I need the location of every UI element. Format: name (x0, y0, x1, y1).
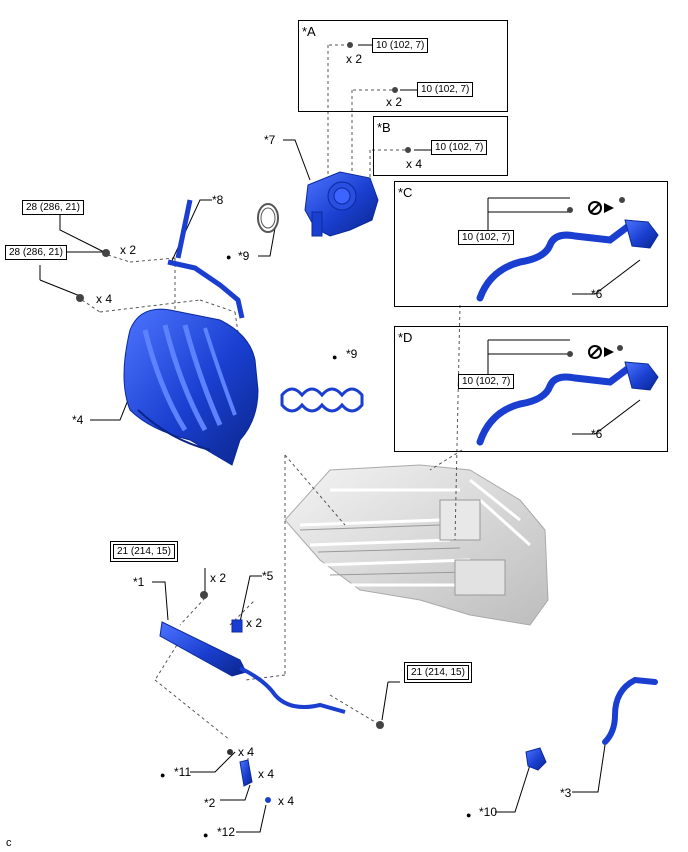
part-label-8: *8 (212, 193, 224, 207)
part-label-3: *3 (560, 786, 572, 800)
hose-d (476, 361, 659, 446)
count-2: x 4 (258, 767, 275, 781)
count-28a: x 2 (120, 243, 137, 257)
count-28b: x 4 (96, 292, 113, 306)
count-a1: x 2 (346, 52, 363, 66)
hose-c (476, 219, 659, 302)
injector (227, 749, 271, 803)
frame-d-title: *D (398, 330, 413, 345)
clamp (525, 747, 547, 771)
bullet-10: ● (466, 810, 472, 820)
frame-b (373, 116, 508, 176)
bullet-11: ● (160, 770, 166, 780)
footer-code: c (6, 837, 12, 849)
torque-21b: 21 (214, 15) (404, 662, 472, 683)
count-b: x 4 (406, 157, 423, 171)
torque-28a: 28 (286, 21) (22, 200, 84, 215)
frame-a (298, 20, 508, 112)
part-label-6d: *6 (591, 427, 603, 441)
part-label-10: *10 (479, 805, 498, 819)
torque-a1: 10 (102, 7) (372, 38, 429, 53)
frame-c-title: *C (398, 185, 413, 200)
fuel-delivery-pipe (159, 619, 346, 714)
part-label-2: *2 (204, 796, 216, 810)
count-5: x 2 (246, 616, 263, 630)
part-label-9a: *9 (238, 249, 250, 263)
count-a2: x 2 (386, 95, 403, 109)
count-bolt-21: x 2 (210, 571, 227, 585)
bolts (76, 42, 625, 729)
frame-c (394, 181, 668, 307)
intake-gasket (280, 387, 364, 413)
part-label-1: *1 (133, 575, 145, 589)
frame-d (394, 326, 668, 452)
frame-b-title: *B (377, 120, 391, 135)
part-label-9b: *9 (346, 347, 358, 361)
part-label-7: *7 (264, 133, 276, 147)
part-label-5: *5 (262, 569, 274, 583)
bullet-9b: ● (332, 352, 338, 362)
no-reuse-icons (588, 201, 614, 359)
part-label-11: *11 (174, 765, 192, 779)
torque-d: 10 (102, 7) (458, 374, 515, 389)
intake-manifold (123, 308, 259, 466)
torque-b: 10 (102, 7) (431, 140, 488, 155)
bullet-9a: ● (226, 252, 232, 262)
engine-block (284, 464, 549, 626)
dashed-guides (81, 44, 463, 765)
torque-21a: 21 (214, 15) (110, 541, 178, 562)
fuel-hose (602, 676, 658, 745)
torque-a2: 10 (102, 7) (417, 82, 474, 97)
count-12: x 4 (278, 794, 295, 808)
part-label-6c: *6 (591, 287, 603, 301)
torque-28b: 28 (286, 21) (5, 245, 67, 260)
part-label-12: *12 (217, 825, 236, 839)
bullet-12: ● (203, 830, 209, 840)
throttle-body (304, 171, 379, 237)
part-label-4: *4 (72, 413, 84, 427)
frame-a-title: *A (302, 24, 316, 39)
manifold-stay (167, 199, 245, 319)
throttle-gasket (257, 203, 279, 233)
torque-c: 10 (102, 7) (458, 230, 515, 245)
count-11: x 4 (238, 745, 255, 759)
